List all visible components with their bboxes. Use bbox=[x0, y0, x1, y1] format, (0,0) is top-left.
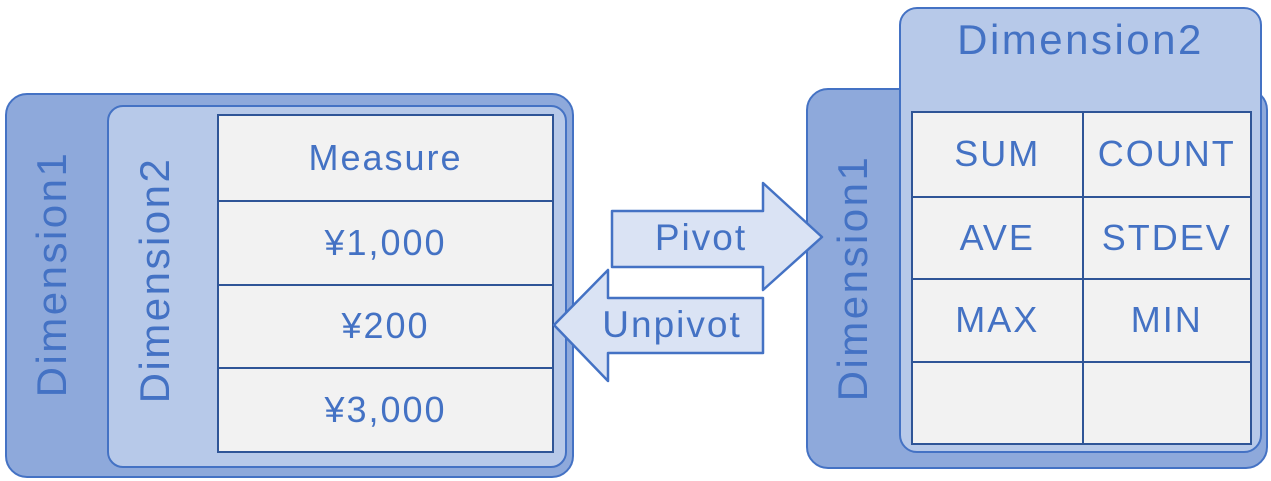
unpivot-arrow-label: Unpivot bbox=[602, 303, 742, 345]
left-dimension1-label: Dimension1 bbox=[28, 150, 75, 398]
measure-table: Measure ¥1,000 ¥200 ¥3,000 bbox=[217, 114, 554, 453]
aggregate-table: SUM COUNT AVE STDEV MAX MIN bbox=[911, 111, 1252, 445]
pivot-arrow-label: Pivot bbox=[654, 216, 748, 258]
measure-table-cell: ¥1,000 bbox=[219, 199, 552, 284]
aggregate-table-cell-stdev: STDEV bbox=[1081, 195, 1250, 278]
unpivot-left-arrow-shape bbox=[552, 268, 765, 383]
measure-table-header: Measure bbox=[219, 116, 552, 200]
right-dimension2-label: Dimension2 bbox=[957, 16, 1204, 63]
aggregate-table-cell-empty bbox=[913, 360, 1082, 443]
aggregate-table-cell-count: COUNT bbox=[1081, 113, 1250, 196]
measure-table-cell: ¥3,000 bbox=[219, 367, 552, 451]
aggregate-table-cell-ave: AVE bbox=[913, 195, 1082, 278]
aggregate-table-cell-max: MAX bbox=[913, 278, 1082, 361]
aggregate-table-cell-empty bbox=[1081, 360, 1250, 443]
pivot-unpivot-arrows bbox=[552, 181, 824, 383]
pivot-right-arrow-shape bbox=[610, 181, 824, 292]
left-dimension2-label: Dimension2 bbox=[131, 156, 178, 404]
aggregate-table-cell-sum: SUM bbox=[913, 113, 1082, 196]
measure-table-cell: ¥200 bbox=[219, 283, 552, 368]
aggregate-table-cell-min: MIN bbox=[1081, 278, 1250, 361]
